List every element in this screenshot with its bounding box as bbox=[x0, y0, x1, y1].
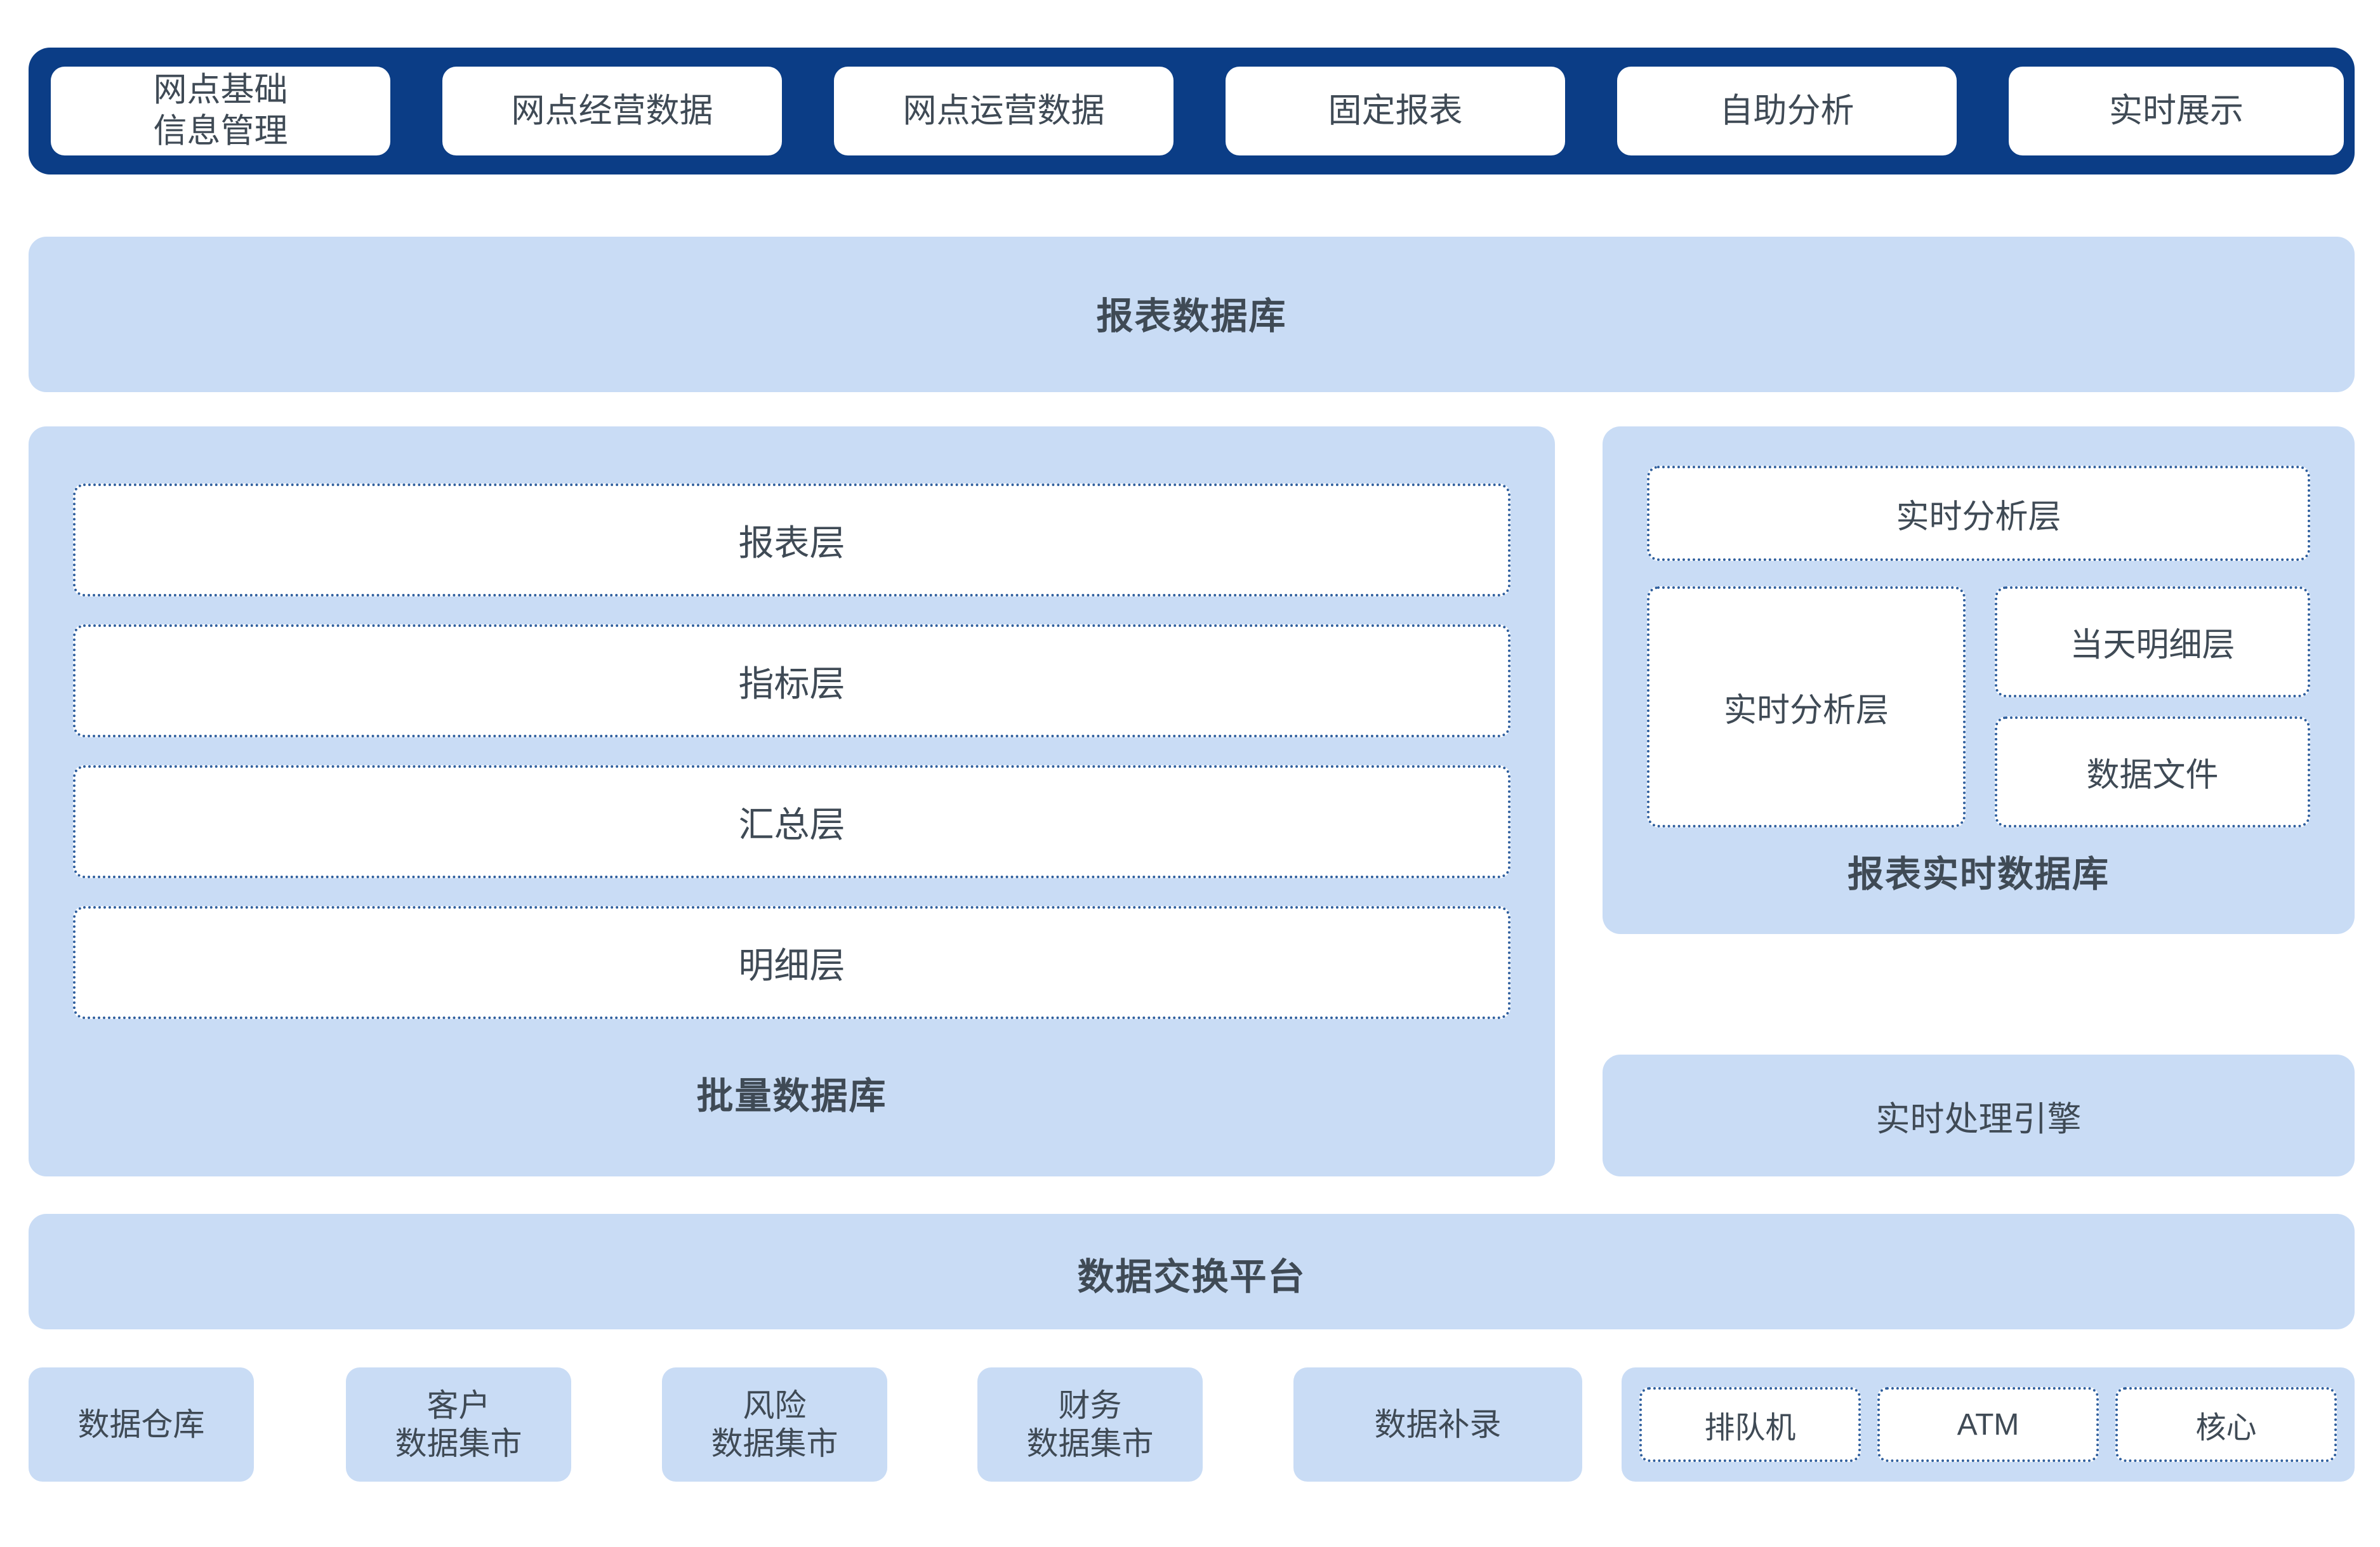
nav-tile-realtime-display[interactable]: 实时展示 bbox=[2009, 67, 2344, 155]
realtime-processing-engine-band: 实时处理引擎 bbox=[1603, 1055, 2355, 1176]
source-tile-core[interactable]: 核心 bbox=[2115, 1387, 2337, 1462]
data-file-box[interactable]: 数据文件 bbox=[1995, 716, 2310, 827]
layer-box-metric[interactable]: 指标层 bbox=[73, 624, 1511, 737]
realtime-analysis-layer-box[interactable]: 实时分析层 bbox=[1647, 466, 2310, 561]
data-exchange-platform-title: 数据交换平台 bbox=[1077, 1256, 1306, 1298]
batch-database-title: 批量数据库 bbox=[696, 1076, 887, 1117]
realtime-analysis-layer-box-secondary[interactable]: 实时分析层 bbox=[1647, 586, 1966, 827]
realtime-database-title: 报表实时数据库 bbox=[1848, 854, 2110, 895]
nav-tile-fixed-report[interactable]: 固定报表 bbox=[1226, 67, 1565, 155]
source-tile-data-warehouse[interactable]: 数据仓库 bbox=[29, 1367, 254, 1482]
layer-box-report[interactable]: 报表层 bbox=[73, 484, 1511, 596]
source-tile-queue-machine[interactable]: 排队机 bbox=[1639, 1387, 1861, 1462]
source-tile-risk-data-mart[interactable]: 风险 数据集市 bbox=[662, 1367, 887, 1482]
source-tile-customer-data-mart[interactable]: 客户 数据集市 bbox=[346, 1367, 571, 1482]
realtime-database-panel: 实时分析层 实时分析层 当天明细层 数据文件 报表实时数据库 bbox=[1603, 426, 2355, 934]
layer-box-summary[interactable]: 汇总层 bbox=[73, 765, 1511, 878]
nav-tile-branch-business-data[interactable]: 网点经营数据 bbox=[442, 67, 782, 155]
report-database-band: 报表数据库 bbox=[29, 237, 2355, 392]
source-tile-finance-data-mart[interactable]: 财务 数据集市 bbox=[977, 1367, 1203, 1482]
nav-tile-branch-operation-data[interactable]: 网点运营数据 bbox=[834, 67, 1173, 155]
nav-tile-self-service-analysis[interactable]: 自助分析 bbox=[1617, 67, 1957, 155]
today-detail-layer-box[interactable]: 当天明细层 bbox=[1995, 586, 2310, 697]
source-tile-atm[interactable]: ATM bbox=[1877, 1387, 2099, 1462]
layer-box-detail[interactable]: 明细层 bbox=[73, 906, 1511, 1019]
data-exchange-platform-band: 数据交换平台 bbox=[29, 1214, 2355, 1329]
source-tile-data-supplement[interactable]: 数据补录 bbox=[1293, 1367, 1582, 1482]
nav-tile-branch-basic-info[interactable]: 网点基础 信息管理 bbox=[51, 67, 390, 155]
batch-database-panel: 报表层 指标层 汇总层 明细层 批量数据库 bbox=[29, 426, 1555, 1176]
report-database-title: 报表数据库 bbox=[1096, 296, 1287, 337]
top-nav-bar: 网点基础 信息管理 网点经营数据 网点运营数据 固定报表 自助分析 实时展示 bbox=[29, 48, 2355, 174]
source-channel-group: 排队机 ATM 核心 bbox=[1622, 1367, 2355, 1482]
